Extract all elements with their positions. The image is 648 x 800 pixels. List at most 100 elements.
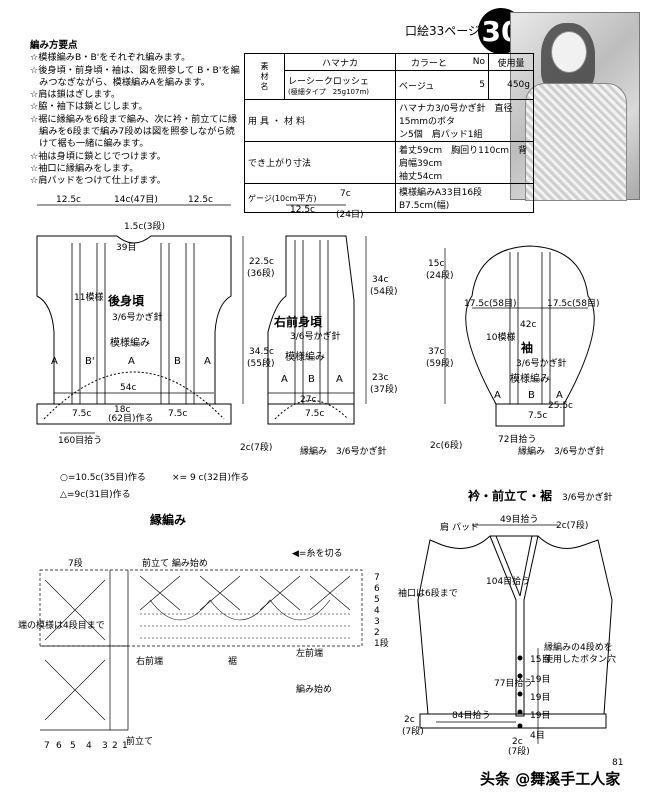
collar-hem-pick: 84目拾う bbox=[452, 709, 490, 721]
collar-btn-note1: 縁編みの4段めを bbox=[544, 641, 613, 653]
collar-r4: 4目 bbox=[530, 730, 545, 741]
yarn-name: レーシークロッシェ bbox=[288, 76, 369, 87]
step-line: ☆後身頃・前身頃・袖は、図を照参して B・B'を編 bbox=[30, 64, 240, 76]
collar-buttonholes bbox=[517, 655, 523, 729]
back-dimension-lines bbox=[37, 204, 244, 434]
edging-side-note: 端の模様は4段目まで bbox=[18, 619, 105, 631]
collar-hook: 3/6号かぎ針 bbox=[562, 491, 613, 503]
edging-row-number: 3 bbox=[374, 617, 380, 627]
front-hook: 3/6号かぎ針 bbox=[290, 330, 341, 342]
collar-hem-left-rows: (7段) bbox=[402, 725, 424, 737]
edging-title: 縁編み bbox=[150, 512, 186, 527]
col-amount: 使用量 bbox=[488, 53, 534, 71]
size-label: でき上がり寸法 bbox=[244, 141, 396, 184]
sleeve-height-rows: (59段) bbox=[426, 357, 453, 369]
edging-bottom-front: 前立て bbox=[126, 735, 153, 747]
collar-hem-left-edge: 2c bbox=[404, 715, 415, 725]
step-line: ☆袖は身頃に鎖とじでつけます。 bbox=[30, 150, 166, 162]
back-side-label: 11模様 bbox=[74, 291, 103, 303]
edging-chart-grid bbox=[39, 569, 363, 731]
edging-right-front-edge: 右前端 bbox=[136, 655, 163, 667]
back-top-mid: 14c(47目) bbox=[114, 194, 158, 205]
collar-r19b: 19目 bbox=[530, 692, 550, 703]
legend-cross: ×= 9 c(32目)作る bbox=[172, 471, 249, 483]
back-hem-band bbox=[36, 371, 232, 425]
back-title: 後身頃 bbox=[108, 293, 145, 308]
collar-r19a: 19目 bbox=[530, 674, 550, 685]
front-body-outline bbox=[267, 235, 355, 405]
front-w1: 7.5c bbox=[305, 409, 324, 419]
sleeve-hook: 3/6号かぎ針 bbox=[516, 357, 567, 369]
collar-front-band bbox=[489, 535, 539, 717]
edging-bottom-row-number: 7 bbox=[44, 741, 50, 751]
edging-cuff-note: 袖口は6段まで bbox=[398, 587, 458, 599]
back-height-lower-rows: (55段) bbox=[247, 357, 274, 369]
step-line: けて裾も一緒に編みます。 bbox=[30, 138, 149, 150]
step-line: ☆肩は鎖はぎします。 bbox=[30, 89, 121, 101]
collar-back-neck: 49目拾う bbox=[500, 513, 538, 525]
size-line-2: 袖丈54cm bbox=[399, 172, 443, 182]
back-label-a3: A bbox=[204, 356, 211, 367]
sleeve-label-a1: A bbox=[494, 390, 501, 401]
collar-front-pick: 104目拾う bbox=[486, 575, 530, 587]
sleeve-dimension-lines bbox=[444, 248, 588, 404]
front-height-upper: 34c bbox=[372, 275, 388, 285]
front-dims-text: 12.5c 7c (24目) 34c (54段) 23c (37段) 右前身頃 … bbox=[240, 189, 397, 453]
front-width: 27c bbox=[300, 395, 316, 405]
back-height-lower: 34.5c bbox=[249, 347, 274, 357]
front-top-rows: (24目) bbox=[336, 209, 363, 220]
step-line: ☆脇・袖下は鎖とじします。 bbox=[30, 101, 148, 113]
back-height-upper: 22.5c bbox=[249, 257, 274, 267]
size-line-1: 着丈59cm 胸回り110cm 背肩幅39cm bbox=[399, 146, 528, 169]
legend: ○=10.5c(35目)作る ×= 9 c(32目)作る △=9c(31目)作る bbox=[60, 471, 249, 500]
collar-btn-note2: 使用したボタン穴 bbox=[544, 653, 616, 665]
sleeve-cap: 15c bbox=[428, 259, 444, 269]
edging-left-front-edge: 左前端 bbox=[296, 647, 323, 659]
collar-dimension-lines bbox=[436, 524, 558, 744]
collar-title: 衿・前立て・裾 bbox=[468, 488, 552, 503]
sleeve-pattern-columns bbox=[509, 252, 551, 404]
legend-circle: ○=10.5c(35目)作る bbox=[60, 471, 146, 483]
collar-bottom-rows: (7段) bbox=[508, 745, 530, 757]
step-line: 編みを6段まで編み7段めは図を照参しながら続 bbox=[30, 126, 235, 138]
collar-r19c: 19目 bbox=[530, 710, 550, 721]
front-pattern: 模様編み bbox=[285, 350, 325, 363]
sleeve-cuff-band bbox=[495, 403, 565, 427]
back-pattern: 模様編み bbox=[110, 336, 150, 349]
edging-row-number: 2 bbox=[374, 628, 380, 638]
front-top-dim: 7c bbox=[340, 189, 351, 199]
steps-lines: ☆模様編みB・B'をそれぞれ編みます。☆後身頃・前身頃・袖は、図を照参して B・… bbox=[30, 52, 245, 187]
sleeve-left-w: 17.5c(58目) bbox=[464, 298, 516, 309]
front-label-b: B bbox=[308, 374, 315, 385]
collar-shoulder: 肩 bbox=[440, 521, 449, 533]
collar-back-edge: 2c(7段) bbox=[556, 519, 588, 531]
sleeve-outline bbox=[465, 245, 595, 405]
back-label-a2: A bbox=[128, 356, 135, 367]
bottom-edging: 縁編み 3/6号かぎ針 bbox=[300, 445, 387, 457]
edging-row-number: 4 bbox=[374, 606, 380, 616]
back-label-b: B bbox=[174, 356, 181, 367]
materials-header-label: 素材名 bbox=[244, 53, 285, 100]
front-title: 右前身頃 bbox=[273, 314, 323, 329]
front-pattern-columns bbox=[294, 240, 329, 404]
step-line: ☆裾に縁編みを6段まで編み、次に衿・前立てに縁 bbox=[30, 113, 238, 125]
back-dims-text: 12.5c 14c(47目) 12.5c 1.5c(3段) 39目 22.5c … bbox=[51, 194, 274, 446]
edging-bottom-row-number: 5 bbox=[70, 741, 76, 751]
sleeve-edge: 2c(6段) bbox=[430, 439, 462, 451]
edging-hem: 裾 bbox=[228, 655, 237, 667]
edging-chart-text: 縁編み ◀=糸を切る 前立て 編み始め 7段 右前端 裾 左前端 編み始め 袖口… bbox=[18, 512, 458, 747]
yarn-color-no: 5 bbox=[462, 70, 489, 100]
tools-line-2: ン5個 肩パッド1組 bbox=[399, 130, 483, 140]
edging-row-number: 5 bbox=[374, 595, 380, 605]
sleeve-dims-text: 15c (24段) 17.5c(58目) 17.5c(58目) 42c 37c … bbox=[426, 259, 605, 457]
edging-cut-note: ◀=糸を切る bbox=[292, 547, 342, 559]
legend-triangle: △=9c(31目)作る bbox=[60, 488, 131, 500]
front-height-upper-rows: (54段) bbox=[370, 285, 397, 297]
sleeve-pattern: 模様編み bbox=[510, 372, 550, 385]
knitting-steps: 編み方要点 ☆模様編みB・B'をそれぞれ編みます。☆後身頃・前身頃・袖は、図を照… bbox=[30, 40, 245, 188]
photo-cardigan bbox=[525, 83, 627, 201]
edging-row-number: 7 bbox=[374, 573, 380, 583]
sleeve-title: 袖 bbox=[521, 340, 533, 355]
